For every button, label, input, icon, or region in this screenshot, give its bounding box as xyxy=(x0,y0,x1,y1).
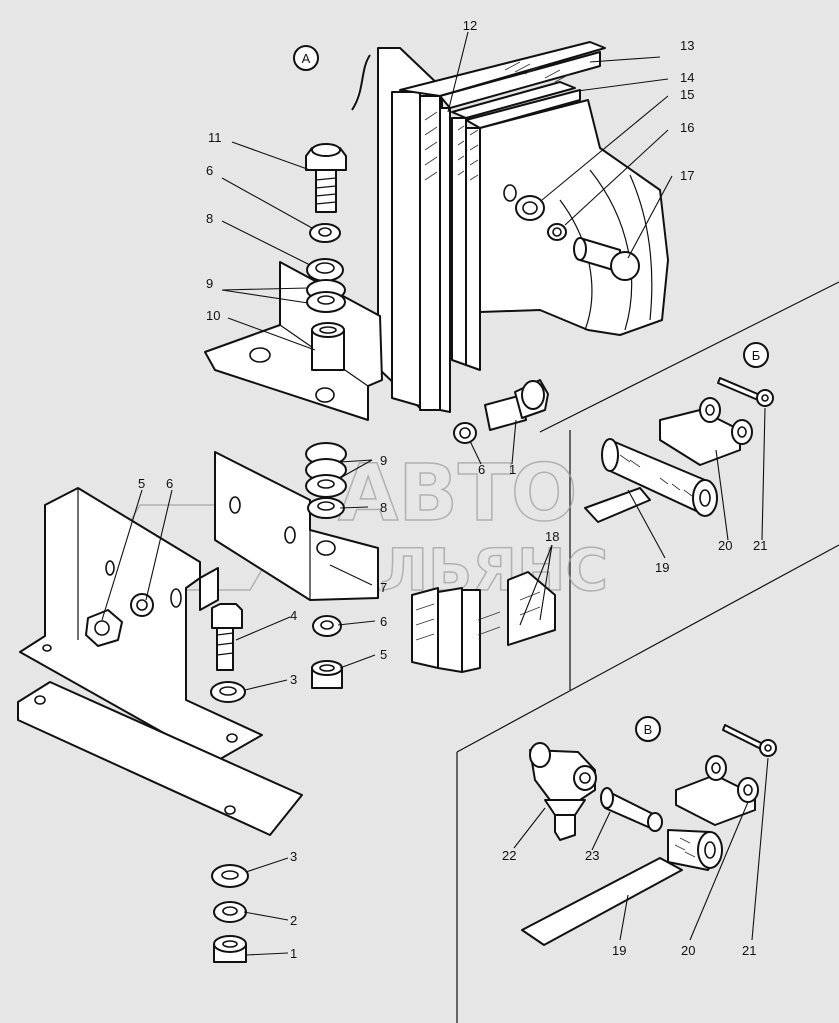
part-15-washer xyxy=(515,195,545,221)
part-3-washer-top xyxy=(210,681,246,703)
part-21-pin-v xyxy=(722,724,777,757)
leader-lines xyxy=(101,31,769,956)
part-19-tube-b xyxy=(601,438,718,517)
callout-17: 17 xyxy=(680,168,694,183)
callout-5-left: 5 xyxy=(138,476,145,491)
svg-text:А: А xyxy=(302,51,311,66)
callout-8-bottom: 8 xyxy=(380,500,387,515)
callout-9-bottom: 9 xyxy=(380,453,387,468)
callout-3-top: 3 xyxy=(290,672,297,687)
callout-9-top: 9 xyxy=(206,276,213,291)
callout-7: 7 xyxy=(380,580,387,595)
part-2-lock-washer-bottom xyxy=(213,901,247,923)
callout-12: 12 xyxy=(463,18,477,33)
svg-text:Б: Б xyxy=(752,348,761,363)
part-10-bushing xyxy=(311,322,345,371)
callout-8-top: 8 xyxy=(206,211,213,226)
panel-hole xyxy=(503,184,517,202)
part-3-washer-bottom xyxy=(211,864,249,888)
callout-20-v: 20 xyxy=(681,943,695,958)
callout-18: 18 xyxy=(545,529,559,544)
callout-3-bottom: 3 xyxy=(290,849,297,864)
part-6-lock-washer-left xyxy=(130,593,154,617)
callout-1-bottom: 1 xyxy=(290,946,297,961)
callout-19-b: 19 xyxy=(655,560,669,575)
part-1-nut-bottom xyxy=(213,935,247,963)
callout-1-panel: 1 xyxy=(509,462,516,477)
part-9-springs-bottom xyxy=(305,442,347,498)
part-20-hinge-leaf-b xyxy=(659,397,753,466)
part-4-bolt xyxy=(211,603,243,671)
part-8-washer-top xyxy=(306,258,344,282)
callout-2: 2 xyxy=(290,913,297,928)
part-6-lock-washer-panel xyxy=(453,422,477,444)
callout-4: 4 xyxy=(290,608,297,623)
callout-6-panel: 6 xyxy=(478,462,485,477)
base-bracket xyxy=(19,487,263,763)
callout-23: 23 xyxy=(585,848,599,863)
part-22-fitting xyxy=(529,742,597,841)
part-23-nipple xyxy=(600,787,663,832)
callout-10: 10 xyxy=(206,308,220,323)
callout-6-left: 6 xyxy=(166,476,173,491)
part-6-lock-washer-right xyxy=(312,615,342,637)
upper-hinge-bracket xyxy=(204,261,383,421)
part-17-bolt xyxy=(573,237,640,281)
callout-16: 16 xyxy=(680,120,694,135)
part-19-plate-b xyxy=(584,487,651,523)
part-21-pin-b xyxy=(717,377,774,407)
part-9-springs-top xyxy=(306,279,346,313)
part-5-nut-left xyxy=(85,609,123,647)
view-label-b: Б xyxy=(743,342,769,368)
svg-text:В: В xyxy=(644,722,653,737)
part-16-lock-washer xyxy=(547,223,567,241)
part-19-bushing-v xyxy=(667,829,723,871)
callout-22: 22 xyxy=(502,848,516,863)
callout-11: 11 xyxy=(208,130,222,145)
part-6-lock-washer-top xyxy=(309,223,341,243)
part-11-bolt xyxy=(305,143,347,213)
callout-numbers: 12 13 14 15 16 17 11 6 8 9 10 6 1 9 8 7 … xyxy=(138,18,767,961)
watermark-line1: АВТО xyxy=(338,449,577,539)
callout-14: 14 xyxy=(680,70,694,85)
section-dividers xyxy=(456,281,839,1023)
part-1-bolt-panel xyxy=(484,379,549,431)
callout-6-right: 6 xyxy=(380,614,387,629)
callout-21-v: 21 xyxy=(742,943,756,958)
view-label-v: В xyxy=(635,716,661,742)
callout-13: 13 xyxy=(680,38,694,53)
door-panel-stack xyxy=(351,41,669,413)
callout-19-v: 19 xyxy=(612,943,626,958)
floor-plate xyxy=(17,681,303,836)
part-20-hinge-leaf-v xyxy=(675,755,759,826)
callout-5-right: 5 xyxy=(380,647,387,662)
callout-6-top: 6 xyxy=(206,163,213,178)
callout-21-b: 21 xyxy=(753,538,767,553)
callout-15: 15 xyxy=(680,87,694,102)
view-label-a: А xyxy=(293,45,319,71)
part-8-washer-bottom xyxy=(307,497,345,519)
part-18-profile xyxy=(411,571,556,673)
callout-20-b: 20 xyxy=(718,538,732,553)
part-5-nut-right xyxy=(311,660,343,689)
part-19-plate-v xyxy=(521,857,683,946)
